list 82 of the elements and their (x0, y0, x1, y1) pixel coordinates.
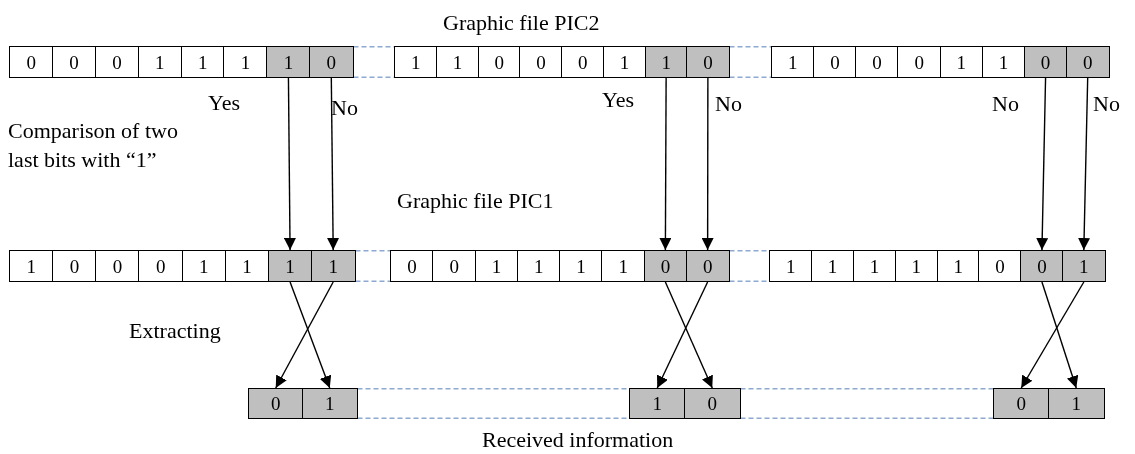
bit-cell: 1 (474, 250, 519, 282)
arrow (327, 77, 340, 251)
arrow (659, 77, 672, 251)
bit-cell: 0 (95, 250, 140, 282)
bit-cell: 0 (52, 250, 97, 282)
result-caption: Received information (482, 426, 674, 454)
bit-cell: 0 (1023, 46, 1068, 78)
bit-cell: 1 (629, 388, 686, 419)
bit-cell: 1 (644, 46, 688, 78)
answer-label: No (1093, 90, 1120, 118)
bit-cell: 1 (894, 250, 938, 282)
bit-cell: 1 (223, 46, 268, 78)
arrow (1020, 281, 1085, 389)
answer-label: No (331, 94, 358, 122)
bit-cell: 0 (94, 46, 140, 78)
bit-cell: 1 (435, 46, 479, 78)
bit-cell: 0 (432, 250, 476, 282)
dashed-line (728, 46, 772, 78)
bit-cell: 0 (9, 46, 54, 78)
bit-cell: 0 (897, 46, 941, 78)
step-label: Extracting (129, 317, 221, 345)
bit-cell: 1 (981, 46, 1026, 78)
bit-cell: 1 (769, 250, 813, 282)
bit-cell: 1 (771, 46, 815, 78)
bit-cell: 0 (248, 388, 304, 419)
bit-cell: 1 (310, 250, 356, 282)
bit-cell: 0 (993, 388, 1050, 419)
answer-label: Yes (602, 86, 634, 114)
arrow (1041, 281, 1079, 389)
arrow (664, 281, 713, 389)
bit-cell: 1 (302, 388, 358, 419)
bit-cell: 0 (686, 46, 730, 78)
bit-cell: 0 (1020, 250, 1064, 282)
arrow (656, 281, 709, 389)
arrow (701, 77, 714, 251)
arrow (1078, 77, 1091, 251)
bit-cell: 0 (138, 250, 183, 282)
bit-cell: 0 (643, 250, 688, 282)
answer-label: No (992, 90, 1019, 118)
bit-cell: 1 (180, 46, 225, 78)
arrow (275, 281, 334, 389)
bit-cell: 0 (309, 46, 354, 78)
dashed-line (739, 388, 994, 419)
bit-cell: 1 (516, 250, 561, 282)
bit-cell: 1 (810, 250, 855, 282)
bit-cell: 1 (1062, 250, 1106, 282)
comparison-note: Comparison of two last bits with “1” (8, 117, 179, 174)
file-title: Graphic file PIC1 (397, 187, 554, 215)
bit-cell: 1 (559, 250, 603, 282)
bit-cell: 1 (394, 46, 438, 78)
dashed-line (356, 388, 630, 419)
bit-cell: 0 (51, 46, 97, 78)
bit-cell: 0 (685, 250, 730, 282)
answer-label: Yes (208, 89, 240, 117)
bit-cell: 0 (813, 46, 857, 78)
bit-cell: 1 (267, 250, 313, 282)
bit-cell: 1 (137, 46, 182, 78)
dashed-line (354, 250, 391, 282)
bit-cell: 1 (602, 46, 646, 78)
answer-label: No (715, 90, 742, 118)
bit-cell: 1 (1048, 388, 1105, 419)
bit-cell: 0 (519, 46, 563, 78)
bit-cell: 0 (390, 250, 434, 282)
bit-cell: 1 (266, 46, 311, 78)
bit-cell: 1 (852, 250, 897, 282)
bit-cell: 1 (936, 250, 980, 282)
file-title: Graphic file PIC2 (443, 9, 600, 37)
bit-cell: 0 (978, 250, 1022, 282)
arrow (289, 281, 332, 389)
bit-cell: 1 (601, 250, 645, 282)
bit-cell: 1 (9, 250, 54, 282)
arrow (283, 77, 296, 251)
bit-cell: 1 (181, 250, 227, 282)
bit-cell: 0 (561, 46, 605, 78)
bit-cell: 1 (224, 250, 270, 282)
bit-cell: 0 (477, 46, 521, 78)
dashed-line (728, 250, 770, 282)
bit-cell: 0 (1065, 46, 1110, 78)
arrow (1036, 77, 1049, 251)
bit-cell: 0 (855, 46, 899, 78)
bit-cell: 0 (684, 388, 741, 419)
bit-cell: 1 (939, 46, 984, 78)
